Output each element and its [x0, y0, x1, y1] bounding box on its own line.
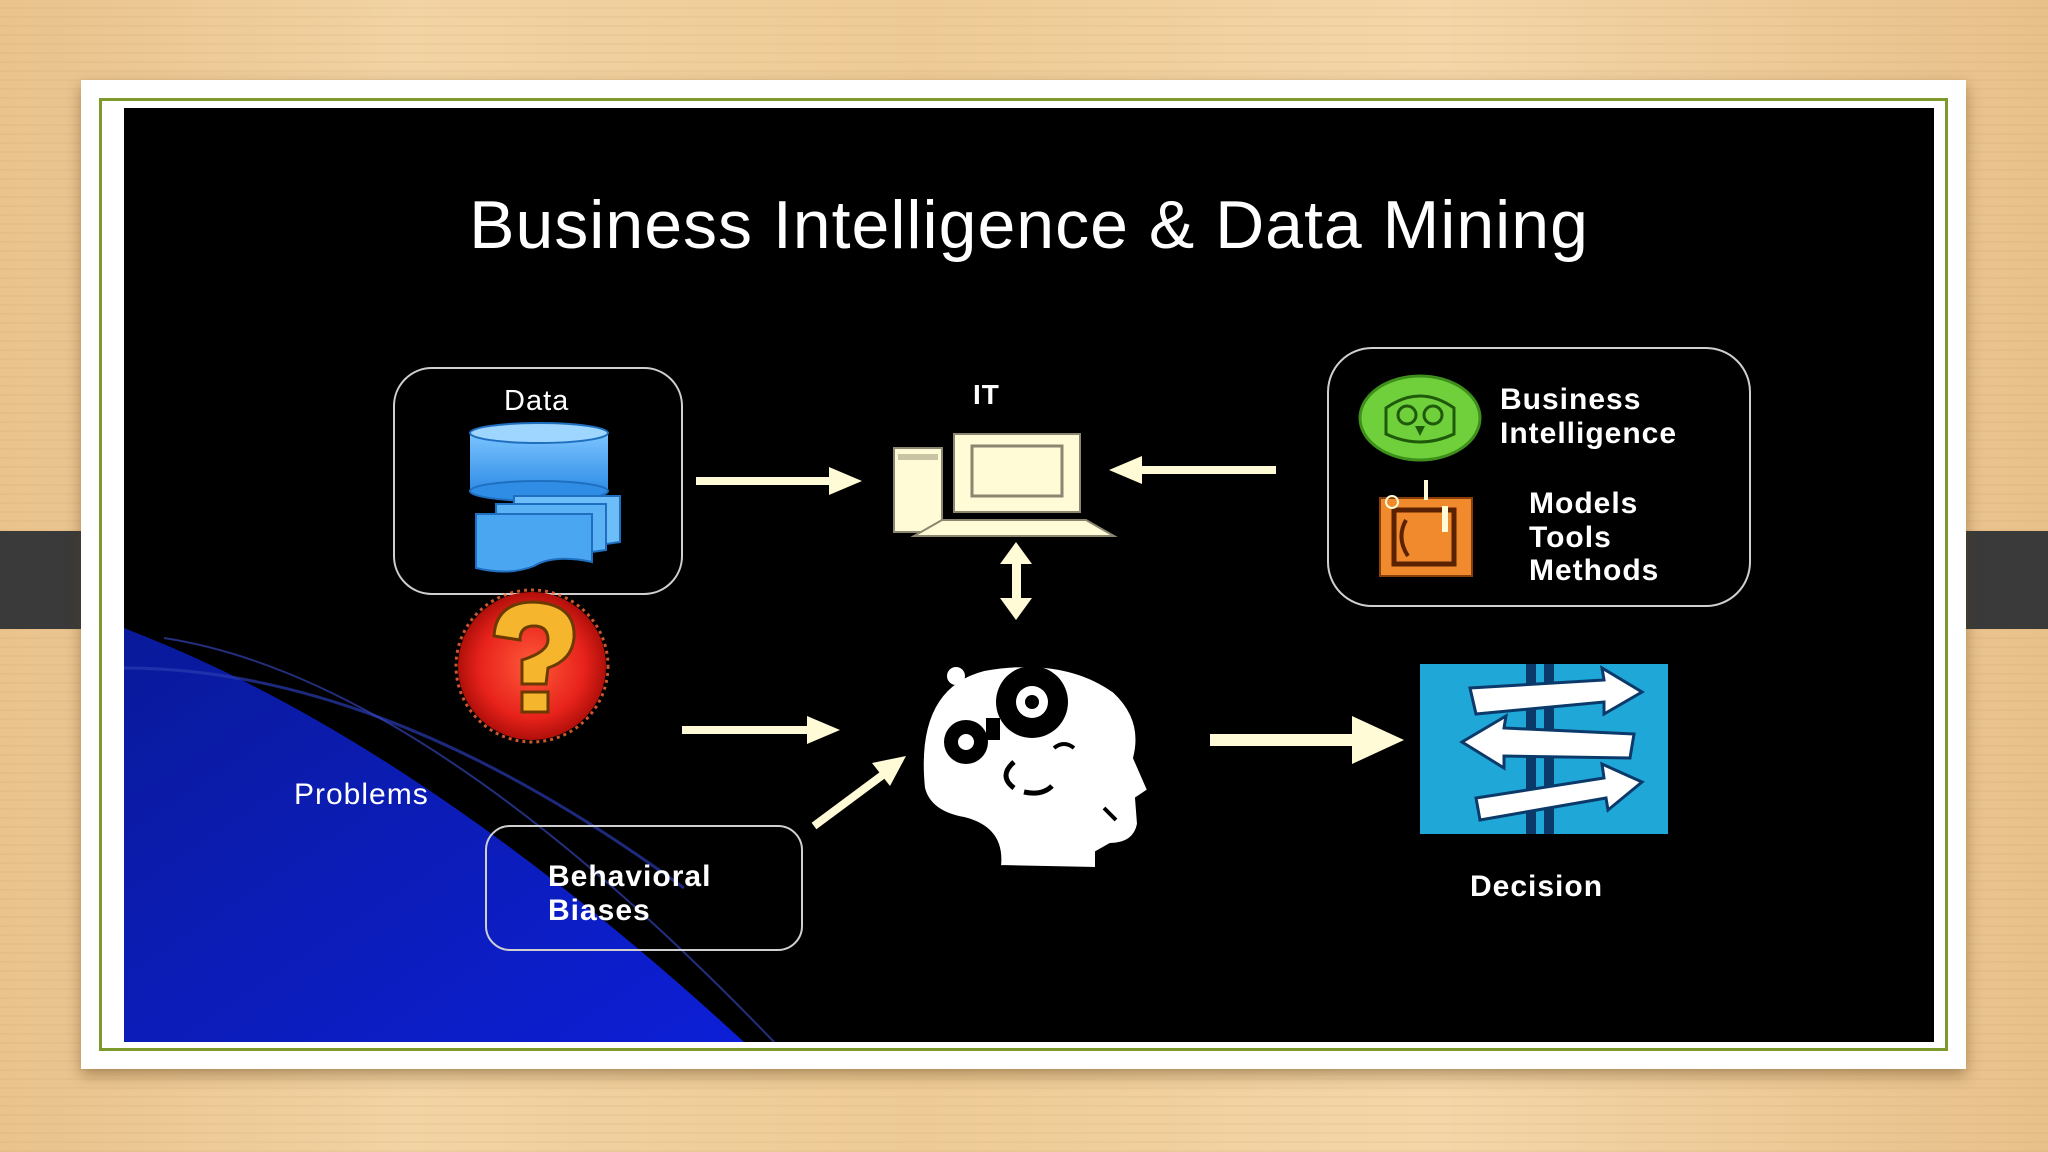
- owl-icon: [1360, 376, 1480, 460]
- arrow-bi-to-it: [1109, 456, 1276, 484]
- tools-icon: [1380, 480, 1472, 576]
- slide-title: Business Intelligence & Data Mining: [124, 186, 1934, 264]
- decision-arrows-icon: [1420, 664, 1668, 834]
- bi-label-line2: Intelligence: [1500, 417, 1677, 451]
- arrow-data-to-it: [696, 467, 862, 495]
- data-label: Data: [504, 384, 569, 418]
- biases-label-line1: Behavioral: [548, 860, 711, 894]
- slide: Business Intelligence & Data Mining Data…: [124, 108, 1934, 1042]
- biases-label-line2: Biases: [548, 894, 651, 928]
- bi-label-line1: Business: [1500, 383, 1641, 417]
- computer-icon: [894, 434, 1114, 536]
- head-gears-icon: [923, 666, 1148, 868]
- tools-label: Tools: [1529, 521, 1612, 555]
- database-icon: [470, 423, 620, 572]
- blue-swoosh-decoration: [124, 628, 744, 1042]
- arrow-head-to-decision: [1210, 716, 1404, 764]
- methods-label: Methods: [1529, 554, 1659, 588]
- arrow-biases-to-head: [814, 756, 906, 826]
- question-icon: [456, 590, 608, 742]
- problems-label: Problems: [294, 778, 429, 812]
- double-arrow-it-head: [1000, 542, 1032, 620]
- arrow-problems-to-head: [682, 716, 840, 744]
- models-label: Models: [1529, 487, 1638, 521]
- decision-label: Decision: [1470, 870, 1603, 904]
- it-label: IT: [973, 378, 1000, 412]
